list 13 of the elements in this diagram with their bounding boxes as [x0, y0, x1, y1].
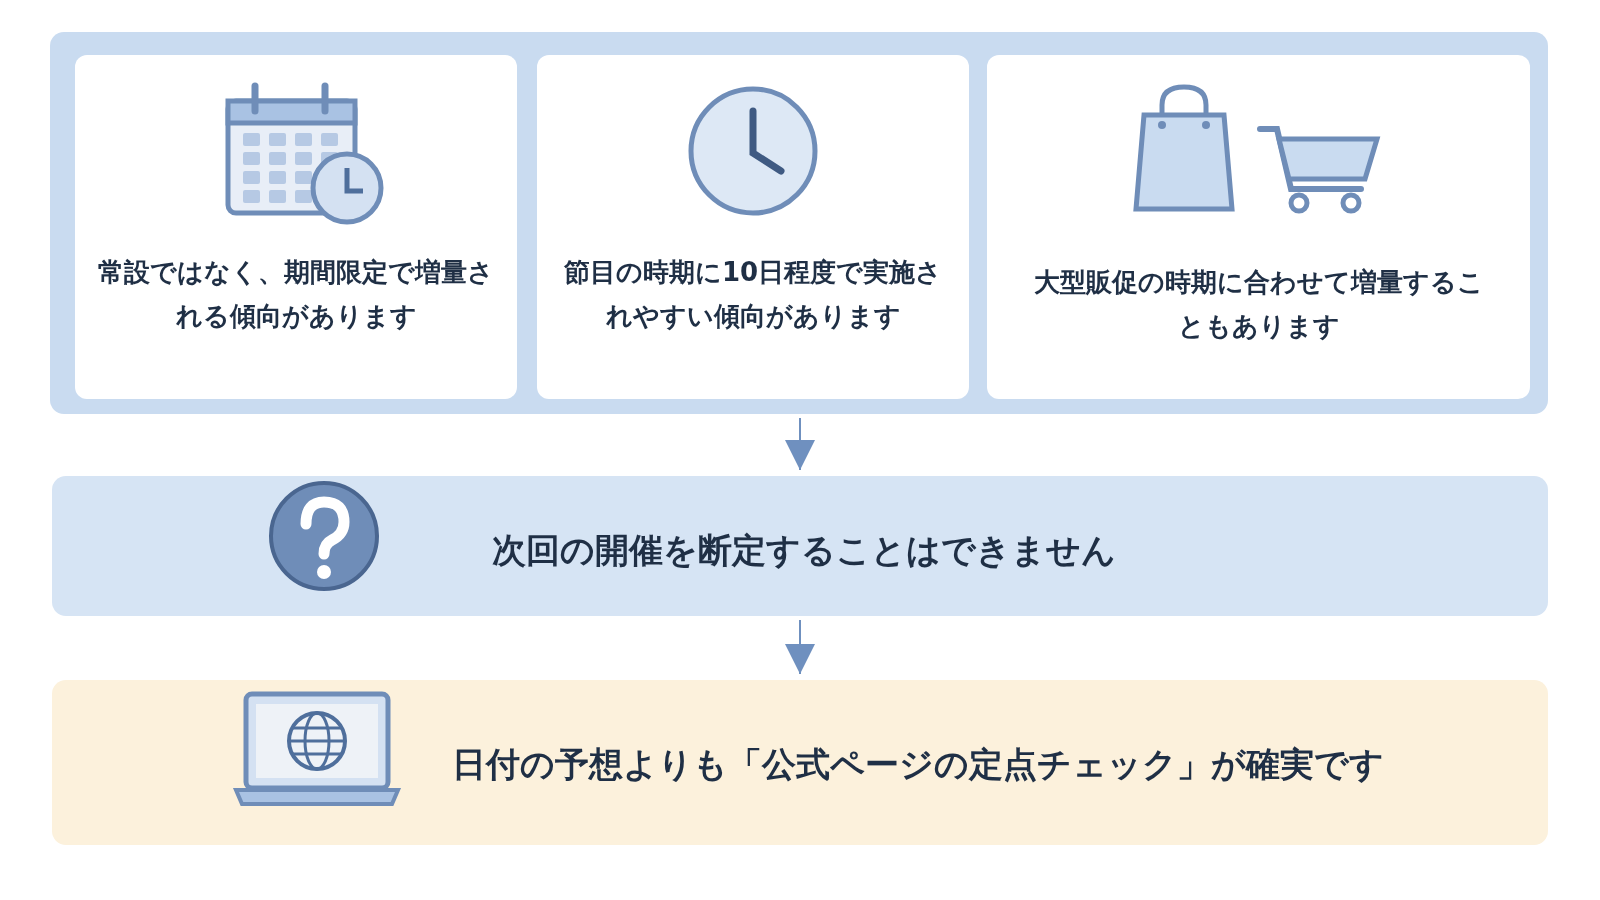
card: [52, 476, 1548, 616]
card-text: 常設ではなく、期間限定で増量される傾向があります: [97, 256, 495, 334]
card: [987, 55, 1530, 399]
arrow: [785, 619, 815, 675]
card-text: 節目の時期に10日程度で実施されやすい傾向があります: [562, 256, 944, 334]
card: [537, 55, 969, 399]
card: [75, 55, 517, 399]
card-text: 日付の予想よりも「公式ページの定点チェック」が確実です: [452, 743, 1385, 786]
card-text: 次回の開催を断定することはできません: [492, 529, 1117, 572]
card: [52, 680, 1548, 845]
panel-background: [50, 32, 1548, 414]
arrow: [785, 417, 815, 471]
card-text: 大型販促の時期に合わせて増量することもあります: [1032, 266, 1485, 344]
